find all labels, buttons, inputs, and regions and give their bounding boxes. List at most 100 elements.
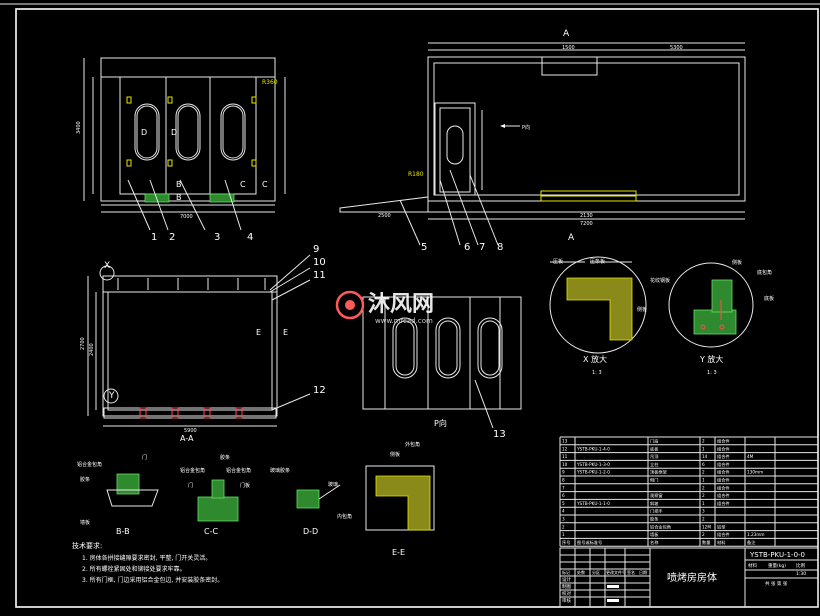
parts-cell-no: 12 <box>562 446 568 451</box>
view-bb-label: B-B <box>116 527 130 536</box>
aa-height: 2700 <box>80 337 86 350</box>
parts-cell-mat: 组合件 <box>717 500 730 507</box>
parts-cell-code: YSTB-PKU-1-1-0 <box>576 501 610 506</box>
dim-2500: 2500 <box>378 213 391 219</box>
y-label-1: 侧板 <box>732 259 742 266</box>
parts-cell-mat: 组合件 <box>717 531 730 538</box>
parts-cell-mat: 铝型 <box>717 523 725 530</box>
tb-head-4: 更改文件号 <box>606 569 626 575</box>
bb-label-4: 墙板 <box>80 519 90 526</box>
technical-notes: 技术要求: 1. 房体各拼接缝隙要求密封, 平整, 门开关灵活。 2. 所有螺栓… <box>72 541 223 584</box>
parts-cell-no: 6 <box>562 493 565 498</box>
cc-label-5: 门板 <box>240 482 250 489</box>
parts-cell-mat: 组合件 <box>717 438 730 445</box>
tb-head-3: 分区 <box>592 569 600 575</box>
y-label-3: 底包角 <box>757 269 772 276</box>
marker-a-top: A <box>563 29 570 39</box>
tb-row-4: 审核 <box>562 597 571 604</box>
view-x-scale: 1: 3 <box>592 370 602 376</box>
cc-label-1: 胶条 <box>220 454 230 461</box>
aa-width: 5900 <box>184 428 197 434</box>
view-ee-label: E-E <box>392 548 405 557</box>
front-height-dim: 3400 <box>76 121 82 134</box>
parts-cell-mat: 组合件 <box>717 461 730 468</box>
parts-header-no: 序号 <box>562 539 570 546</box>
parts-cell-qty: 2 <box>702 517 705 522</box>
view-aa-label: A-A <box>180 434 194 443</box>
dim-7200: 7200 <box>580 221 593 227</box>
callout-7: 7 <box>479 242 485 253</box>
parts-cell-code: YSTB-PKU-1-4-0 <box>576 446 610 451</box>
cc-label-3: 铝合金包角 <box>226 467 251 474</box>
view-dd-label: D-D <box>303 527 318 536</box>
parts-cell-note: 4M <box>747 454 754 459</box>
front-view: 3400 7000 R360 D D B B C C <box>76 57 286 231</box>
parts-cell-qty: 2 <box>702 439 705 444</box>
marker-d: D <box>141 128 147 137</box>
callout-13: 13 <box>493 429 506 440</box>
parts-cell-no: 7 <box>562 485 565 490</box>
dim-2130: 2130 <box>580 213 593 219</box>
tb-weight-2: 重量(kg) <box>768 562 786 569</box>
view-dd: 玻璃胶条 玻璃 D-D <box>270 467 341 536</box>
tb-head-5: 签名 <box>627 569 635 575</box>
marker-b2: B <box>176 193 182 202</box>
parts-cell-name: 胶条 <box>650 516 659 523</box>
title-block: 设计 制图 校对 审核 标记 处数 分区 更改文件号 签名 日期 喷烤房房体 Y… <box>559 547 819 608</box>
parts-cell-name: 顶板框架 <box>650 469 667 476</box>
parts-cell-qty: 1 <box>702 501 705 506</box>
marker-y: Y <box>108 391 115 401</box>
parts-cell-note: 1.23mm <box>747 532 764 537</box>
parts-cell-name: 观察窗 <box>650 492 663 499</box>
side-view: P向 A A 1500 5300 7200 2130 2500 R180 <box>339 29 746 246</box>
parts-cell-no: 3 <box>562 517 565 522</box>
marker-c2: C <box>262 180 268 189</box>
side-radius: R180 <box>408 171 424 178</box>
parts-cell-code: YSTB-PKU-1-3-0 <box>576 462 610 467</box>
tb-row-3: 校对 <box>562 590 571 597</box>
aa-inner: 2400 <box>89 343 95 356</box>
watermark-text: 沐风网 <box>368 292 434 317</box>
view-p: P向 <box>362 296 522 429</box>
parts-cell-qty: 2 <box>702 493 705 498</box>
parts-cell-name: 斜坡 <box>650 500 659 507</box>
callout-1: 1 <box>151 232 157 243</box>
bb-label-1: 铝合金包角 <box>77 461 102 468</box>
bb-label-3: 胶条 <box>80 476 90 483</box>
front-radius-dim: R360 <box>262 79 278 86</box>
view-aa: 2700 2400 5900 X Y E E <box>80 254 311 434</box>
marker-x: X <box>104 261 110 271</box>
ee-label-1: 侧板 <box>390 451 400 458</box>
y-label-4: 底板 <box>764 295 774 302</box>
parts-cell-name: 吊顶 <box>650 454 659 460</box>
view-bb: 铝合金包角 门 胶条 墙板 B-B <box>77 454 159 536</box>
tb-head-6: 日期 <box>639 569 647 575</box>
note-2: 2. 所有螺栓紧固处和铆接处要求牢靠。 <box>82 565 186 573</box>
parts-header-note: 备注 <box>747 539 756 546</box>
parts-cell-qty: 6 <box>702 462 705 467</box>
parts-cell-mat: 组合件 <box>717 492 730 499</box>
bb-label-2: 门 <box>142 454 147 461</box>
parts-cell-name: 门把手 <box>650 508 663 515</box>
view-y-scale: 1: 3 <box>707 370 717 376</box>
parts-cell-qty: 14 <box>702 454 708 459</box>
parts-cell-no: 8 <box>562 478 565 483</box>
cc-label-2: 铝合金包角 <box>180 467 205 474</box>
parts-cell-qty: 2 <box>702 532 705 537</box>
dd-label-1: 玻璃胶条 <box>270 467 290 474</box>
callout-5: 5 <box>421 242 427 253</box>
x-label-3: 侧板 <box>637 306 647 313</box>
parts-header-name: 名称 <box>650 539 658 546</box>
callout-6: 6 <box>464 242 470 253</box>
parts-cell-no: 10 <box>562 462 568 467</box>
parts-cell-qty: 3 <box>702 509 705 514</box>
tb-sheet: 共 张 第 张 <box>765 580 788 587</box>
view-cc-label: C-C <box>204 527 218 536</box>
parts-header-code: 图号或标准号 <box>577 539 602 546</box>
parts-header-mat: 材料 <box>717 539 726 546</box>
parts-cell-mat: 组合件 <box>717 477 730 484</box>
parts-cell-qty: 12M <box>702 524 711 529</box>
callout-3: 3 <box>214 232 220 243</box>
ee-label-3: 内包角 <box>337 513 352 520</box>
